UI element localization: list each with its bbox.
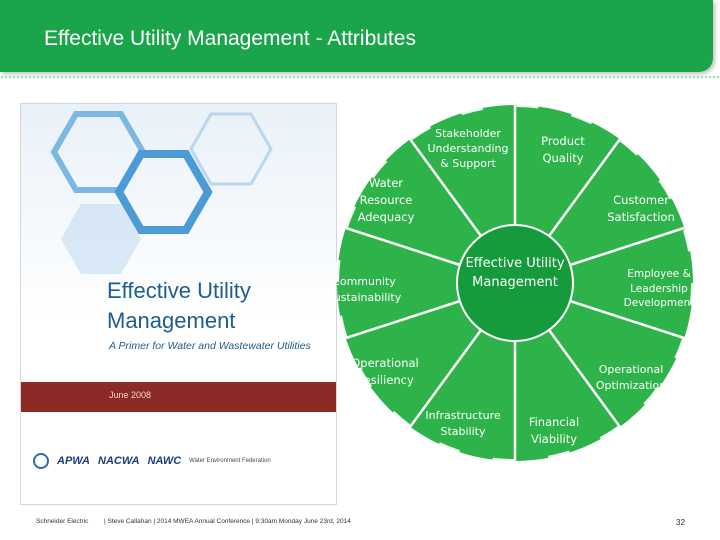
cover-title: Effective Utility Management	[107, 278, 251, 333]
epa-seal-icon	[33, 453, 49, 469]
logo-nawc: NAWC	[147, 455, 182, 467]
attribute-stakeholder: Stakeholder Understanding & Support	[427, 127, 509, 170]
attribute-community-sustainability: Community Sustainability	[326, 275, 402, 304]
wheel-spokes	[345, 105, 685, 461]
footer-presenter: | Steve Callahan | 2014 MWEA Annual Conf…	[104, 518, 351, 525]
hexagon-graphic	[50, 111, 273, 274]
attribute-employee-leadership: Employee & Leadership Development	[623, 268, 695, 309]
cover-band	[21, 382, 336, 412]
attribute-water-resource: Water Resource Adequacy	[357, 176, 415, 224]
attribute-wheel	[335, 103, 695, 463]
attribute-infrastructure-stability: Infrastructure Stability	[425, 409, 501, 438]
cover-subtitle: A Primer for Water and Wastewater Utilit…	[109, 340, 311, 352]
title-bar: Effective Utility Management - Attribute…	[0, 0, 713, 72]
attribute-operational-resiliency: Operational Resiliency	[351, 356, 419, 387]
primer-cover-image: Effective Utility Management A Primer fo…	[20, 103, 337, 505]
logo-wef: Water Environment Federation	[189, 457, 271, 464]
cover-logos: APWA NACWA NAWC Water Environment Federa…	[33, 450, 333, 472]
attribute-operational-optimization: Operational Optimization	[595, 363, 667, 392]
dotted-divider	[0, 75, 720, 80]
logo-nacwa: NACWA	[98, 455, 140, 467]
logo-apwa: APWA	[57, 455, 90, 467]
slide-title: Effective Utility Management - Attribute…	[44, 27, 416, 50]
attribute-product-quality: Product Quality	[541, 134, 585, 165]
cover-date: June 2008	[109, 390, 152, 400]
footer-company: Schneider Electric	[36, 518, 89, 525]
attribute-customer-satisfaction: Customer Satisfaction	[607, 193, 675, 224]
attribute-financial-viability: Financial Viability	[528, 415, 580, 446]
wheel-center-label: Effective Utility Management	[465, 256, 565, 290]
page-number: 32	[676, 518, 685, 527]
